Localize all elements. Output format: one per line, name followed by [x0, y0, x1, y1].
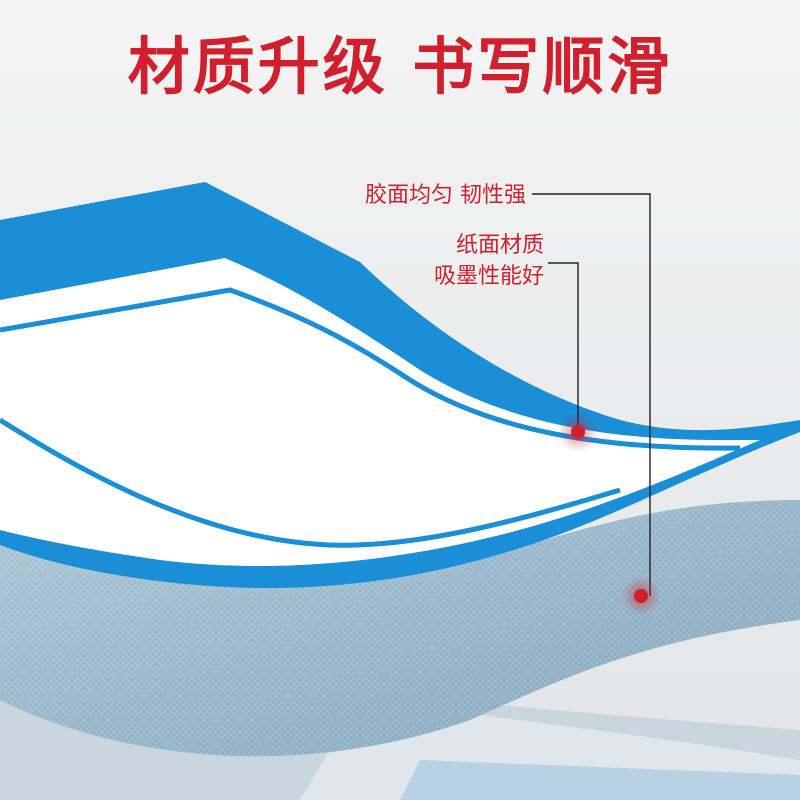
callout-paper-surface-line-2: 吸墨性能好: [433, 264, 544, 289]
marker-dot-glue: [571, 425, 585, 439]
white-sheet: [0, 258, 760, 566]
callout-paper-surface: 纸面材质 吸墨性能好: [434, 230, 544, 292]
fabric-texture: [0, 500, 800, 757]
white-sheet-stripe-bottom: [0, 417, 621, 548]
callout-paper-surface-line-1: 纸面材质: [455, 233, 544, 258]
leader-line-2: [548, 262, 579, 432]
marker-dot-fabric: [634, 589, 648, 603]
callout-glue-surface: 胶面均匀 韧性强: [365, 180, 526, 211]
white-sheet-stripe-top: [0, 287, 741, 451]
leader-line-1: [532, 193, 651, 596]
headline: 材质升级 书写顺滑: [127, 30, 673, 103]
callout-glue-surface-line: 胶面均匀 韧性强: [365, 183, 526, 208]
bottom-layer-blue-edge: [400, 760, 800, 800]
